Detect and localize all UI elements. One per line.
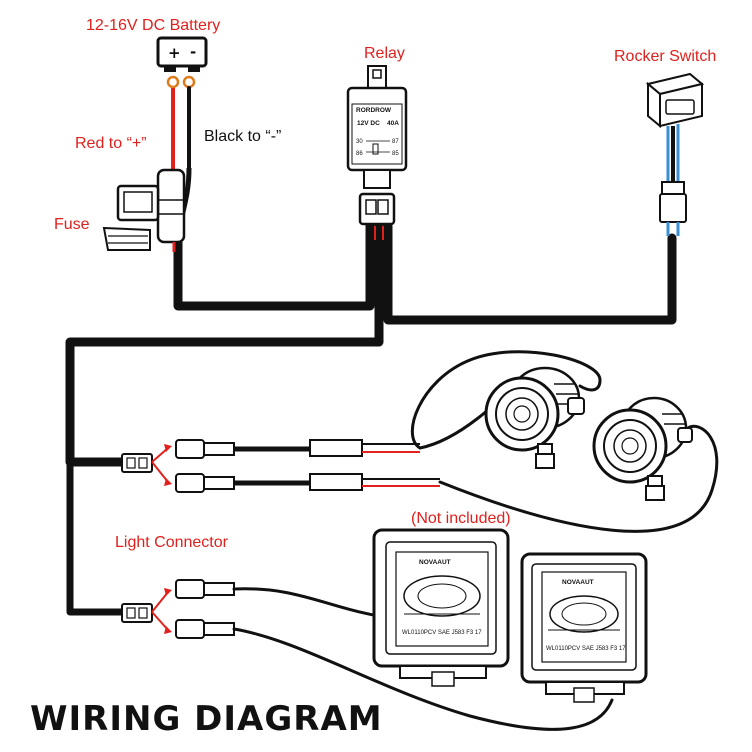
diagram-title: WIRING DIAGRAM (30, 699, 383, 739)
fog-light-icon (484, 366, 585, 469)
lower-connector-branch (121, 588, 172, 634)
battery-plus-sign: + (168, 44, 181, 62)
relay-voltage: 12V DC (357, 120, 380, 127)
relay-pin-30: 30 (356, 139, 363, 145)
relay-pin-85: 85 (392, 151, 399, 157)
fuse-label: Fuse (54, 216, 90, 233)
fuse-holder-icon (102, 168, 186, 252)
light-connector-label: Light Connector (115, 534, 229, 551)
relay-amperage: 40A (387, 120, 399, 127)
relay-label: Relay (364, 45, 405, 62)
battery-minus-sign: - (190, 43, 196, 61)
black-wire-label: Black to “-” (204, 128, 281, 145)
rocker-switch-icon (645, 72, 705, 236)
relay-pin-87: 87 (392, 139, 399, 145)
connector-plug-icon (175, 378, 719, 533)
work-light-spec: WL0110PCV SAE J583 F3 17 (402, 630, 482, 636)
battery-label: 12-16V DC Battery (86, 17, 220, 34)
relay-pin-86: 86 (356, 151, 363, 157)
main-harness (65, 221, 677, 616)
not-included-label: (Not included) (411, 510, 511, 527)
rocker-switch-label: Rocker Switch (614, 48, 716, 65)
work-light-spec-2: WL0110PCV SAE J583 F3 17 (546, 646, 626, 652)
square-work-light-icon: NOVAAUT WL0110PCV SAE J583 F3 17 (372, 528, 510, 687)
work-light-brand: NOVAAUT (419, 559, 451, 566)
connector-plug-icon-lower (175, 579, 614, 731)
square-work-light-icon-2: NOVAAUT WL0110PCV SAE J583 F3 17 (520, 552, 648, 703)
upper-connector-branch (121, 444, 172, 486)
work-light-brand-2: NOVAAUT (562, 579, 594, 586)
relay-icon: RORDROW 12V DC 40A 30 87 86 85 (346, 65, 408, 240)
red-wire-label: Red to “+” (75, 135, 147, 152)
fog-light-icon-2 (592, 396, 693, 501)
battery-icon: + - (156, 36, 208, 89)
fog-light-lead (410, 350, 602, 450)
relay-brand: RORDROW (356, 107, 392, 114)
